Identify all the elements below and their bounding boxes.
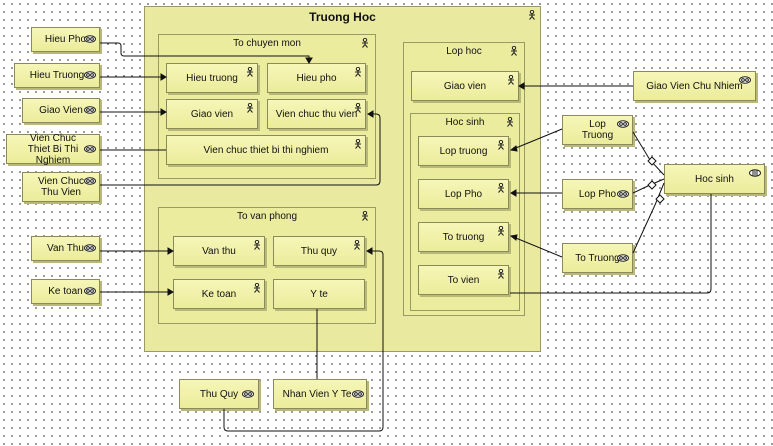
person-icon — [354, 139, 362, 149]
to-van-phong-title: To van phong — [236, 211, 298, 222]
person-icon — [353, 240, 361, 250]
actor-hieu-pho[interactable]: Hieu Pho — [31, 27, 100, 52]
role-giao-vien[interactable]: Giao vien — [166, 99, 258, 129]
role-link-icon — [352, 390, 364, 398]
person-icon — [253, 240, 261, 250]
actor-nhan-vien-y-te[interactable]: Nhan Vien Y Te — [273, 379, 367, 409]
role-link-icon — [617, 120, 629, 128]
actor-giao-vien-chu-nhiem[interactable]: Giao Vien Chu Nhiem — [633, 71, 756, 101]
role-link-icon — [84, 106, 96, 114]
role-hieu-truong[interactable]: Hieu truong — [166, 63, 258, 93]
agent-icon — [749, 169, 761, 177]
link-hs-lop-pho — [632, 178, 665, 194]
person-icon — [528, 10, 536, 20]
actor-thu-quy[interactable]: Thu Quy — [179, 379, 259, 409]
role-lop-pho[interactable]: Lop Pho — [418, 179, 509, 209]
role-lop-giao-vien[interactable]: Giao vien — [411, 71, 519, 101]
role-link-icon — [617, 190, 629, 198]
person-icon — [354, 103, 362, 113]
role-link-icon — [84, 287, 96, 295]
role-vien-chuc-thu-vien[interactable]: Vien chuc thu vien — [267, 99, 366, 129]
person-icon — [361, 38, 369, 48]
role-link-icon — [84, 35, 96, 43]
person-icon — [497, 183, 505, 193]
role-van-thu[interactable]: Van thu — [173, 236, 265, 266]
person-icon — [507, 75, 515, 85]
role-link-icon — [84, 177, 96, 185]
person-icon — [497, 269, 505, 279]
role-link-icon — [84, 71, 96, 79]
role-vien-chuc-thiet-bi-thi-nghiem[interactable]: Vien chuc thiet bi thi nghiem — [166, 135, 366, 165]
hoc-sinh-title: Hoc sinh — [445, 117, 485, 128]
person-icon — [253, 283, 261, 293]
actor-lop-pho[interactable]: Lop Pho — [562, 179, 633, 209]
role-link-icon — [617, 254, 629, 262]
person-icon — [246, 103, 254, 113]
actor-van-thu[interactable]: Van Thu — [31, 236, 100, 261]
truong-hoc-title: Truong Hoc — [309, 10, 376, 24]
lop-hoc-title: Lop hoc — [446, 46, 482, 57]
person-icon — [497, 140, 505, 150]
aggregation-diamond — [647, 156, 657, 166]
person-icon — [246, 67, 254, 77]
role-to-vien[interactable]: To vien — [418, 265, 509, 295]
actor-ke-toan[interactable]: Ke toan — [31, 279, 100, 304]
actor-hieu-truong[interactable]: Hieu Truong — [14, 63, 100, 88]
person-icon — [510, 46, 518, 56]
role-thu-quy[interactable]: Thu quy — [273, 236, 365, 266]
aggregation-diamond — [655, 194, 665, 204]
role-link-icon — [739, 76, 751, 84]
role-ke-toan[interactable]: Ke toan — [173, 279, 265, 309]
role-hieu-pho[interactable]: Hieu pho — [267, 63, 366, 93]
link-hs-to-truong — [632, 182, 665, 254]
person-icon — [361, 211, 369, 221]
person-icon — [506, 117, 514, 127]
role-link-icon — [84, 244, 96, 252]
actor-vien-chuc-thu-vien[interactable]: Vien Chuc Thu Vien — [22, 172, 100, 202]
actor-to-truong[interactable]: To Truong — [562, 243, 633, 273]
role-to-truong[interactable]: To truong — [418, 222, 509, 252]
person-icon — [354, 67, 362, 77]
actor-hoc-sinh[interactable]: Hoc sinh — [664, 164, 765, 194]
link-hs-lop-truong — [632, 131, 665, 176]
role-y-te[interactable]: Y te — [273, 279, 365, 309]
role-lop-truong[interactable]: Lop truong — [418, 136, 509, 166]
actor-vien-chuc-thiet-bi-thi-nghiem[interactable]: Vien Chuc Thiet Bi Thi Nghiem — [6, 133, 100, 166]
aggregation-diamond — [647, 180, 657, 190]
actor-giao-vien[interactable]: Giao Vien — [22, 98, 100, 123]
actor-lop-truong[interactable]: Lop Truong — [562, 115, 633, 145]
role-link-icon — [242, 390, 254, 398]
role-link-icon — [84, 145, 96, 153]
person-icon — [497, 226, 505, 236]
to-chuyen-mon-title: To chuyen mon — [233, 38, 301, 49]
